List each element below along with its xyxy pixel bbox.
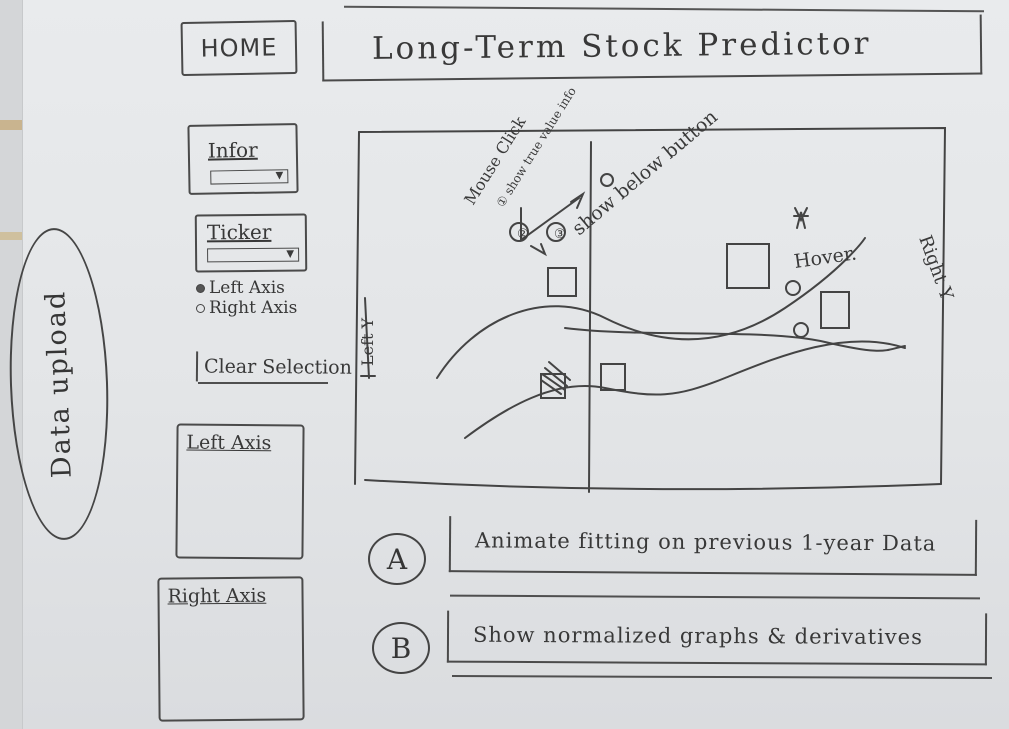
info-label: Infor [207,137,258,163]
data-upload-label: Data upload [40,289,78,479]
chart-point-box[interactable] [726,243,770,289]
normalized-graphs-label: Show normalized graphs & derivatives [472,622,923,650]
left-axis-panel-title: Left Axis [186,431,272,455]
button-b-letter: B [390,631,412,665]
chevron-down-icon: ▼ [286,248,295,260]
info-dropdown-box[interactable]: Infor ▼ [187,123,299,195]
right-axis-panel[interactable]: Right Axis [157,576,305,722]
normalized-graphs-button[interactable]: Show normalized graphs & derivatives [446,610,988,666]
chart-series-line-2 [464,340,906,439]
right-axis-label: Right Y [914,233,957,304]
chart-left-border [354,131,360,485]
radio-dot-icon [196,304,205,313]
chart-point-box[interactable] [820,291,850,329]
ticker-dropdown-box[interactable]: Ticker ▼ [194,213,308,273]
paper-edge [0,0,23,729]
ticker-select[interactable]: ▼ [207,247,300,263]
page-title: Long-Term Stock Predictor [371,25,872,67]
annotation-arrow [530,243,547,257]
button-b-marker: B [372,622,430,674]
home-button[interactable]: HOME [180,19,298,77]
clear-selection-label: Clear Selection [203,355,353,379]
animate-fitting-label: Animate fitting on previous 1-year Data [474,528,937,556]
chart-cursor-line [588,141,592,493]
chevron-down-icon: ▼ [275,170,284,182]
chart-series-line-3 [564,327,906,352]
clear-underline [198,382,328,384]
button-a-marker: A [368,533,426,585]
divider-line [449,594,981,600]
chart-point-box[interactable] [600,363,626,391]
info-select[interactable]: ▼ [210,169,289,185]
annotation-hover: Hover. [793,242,858,273]
star-icon [793,207,809,229]
radio-right-axis[interactable]: Right Axis [196,298,297,318]
left-axis-label: Left Y [358,317,377,366]
title-bar: Long-Term Stock Predictor [321,14,983,82]
chart-series-line-1 [436,237,866,379]
chart-top-right-border [358,126,947,485]
hover-marker[interactable] [793,322,809,338]
ticker-label: Ticker [206,219,272,245]
hover-marker[interactable] [785,280,801,296]
step-circle-3 [546,222,566,242]
chart-bottom-border [364,479,942,491]
home-label: HOME [200,33,278,63]
annotation-step2: ② [517,227,529,242]
header-top-line [344,5,984,13]
radio-left-label: Left Axis [209,278,285,298]
radio-right-label: Right Axis [209,298,298,318]
chart-point-hatched[interactable] [540,361,571,399]
left-axis-panel[interactable]: Left Axis [175,423,305,560]
button-a-letter: A [386,542,408,576]
click-marker[interactable] [600,173,614,187]
left-axis-bracket [360,297,376,379]
animate-fitting-button[interactable]: Animate fitting on previous 1-year Data [448,516,978,576]
clear-selection-button[interactable]: Clear Selection [195,351,352,383]
stock-chart[interactable]: ② ③ Mouse Click ① show true value info s… [345,85,957,493]
radio-left-axis[interactable]: Left Axis [196,278,285,298]
right-axis-panel-title: Right Axis [167,584,267,608]
divider-line [451,675,993,679]
radio-dot-icon [196,284,205,293]
annotation-step3: ③ [554,227,566,242]
step-circle-2 [509,222,529,242]
chart-point-box[interactable] [547,267,577,297]
